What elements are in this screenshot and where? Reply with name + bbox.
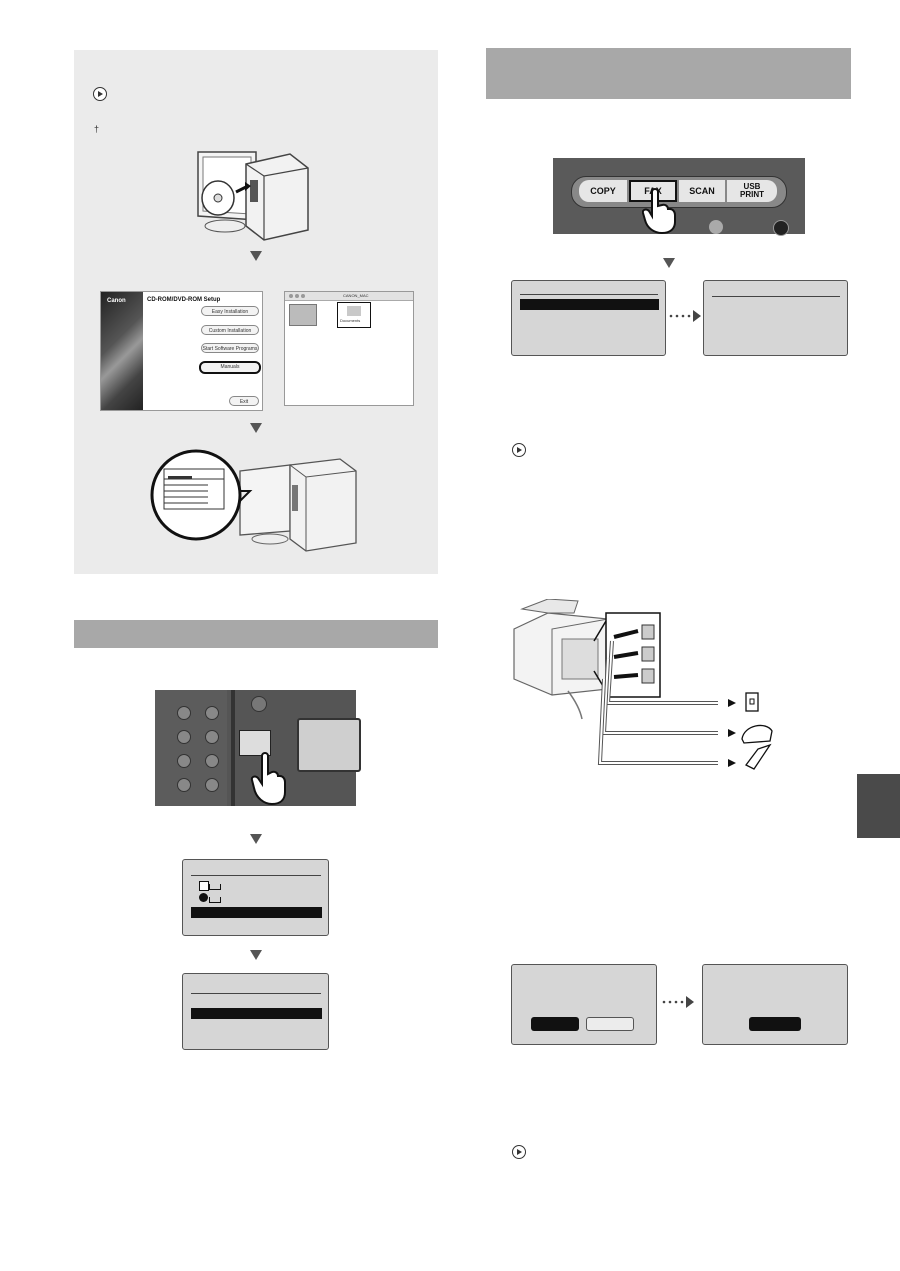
scan-button[interactable]: SCAN: [679, 180, 725, 202]
insert-cd-illustration: [197, 151, 309, 241]
lcd-screen-mode: [182, 859, 329, 936]
mac-window-title: CANON_MAC: [343, 293, 369, 298]
documents-folder-label: Documents: [340, 318, 361, 323]
cd-setup-title: CD-ROM/DVD-ROM Setup: [147, 297, 221, 303]
dagger-icon: †: [94, 124, 100, 134]
function-button[interactable]: [205, 730, 219, 744]
mac-finder-window: CANON_MAC Documents: [284, 291, 414, 406]
dialog-button-selected[interactable]: [531, 1017, 579, 1031]
manuals-button[interactable]: Manuals: [199, 361, 261, 374]
radio-icon: [209, 897, 221, 903]
manual-screen-illustration: [150, 449, 357, 552]
pointing-hand-icon: [642, 188, 676, 234]
mode-icon: [199, 893, 208, 902]
reference-arrow-icon: [93, 87, 107, 101]
chapter-tab: [857, 774, 900, 838]
selected-row[interactable]: [191, 907, 322, 918]
exit-button[interactable]: Exit: [229, 396, 259, 406]
usb-print-label: USB PRINT: [740, 182, 764, 199]
dialog-button[interactable]: [586, 1017, 634, 1031]
start-button[interactable]: [773, 220, 789, 236]
one-touch-button[interactable]: [177, 778, 191, 792]
step-arrow-icon: [250, 950, 262, 960]
step-arrow-icon: [250, 423, 262, 433]
reference-arrow-icon: [512, 1145, 526, 1159]
dotted-arrow-icon: [669, 310, 701, 322]
cd-setup-window: Canon CD-ROM/DVD-ROM Setup Easy Installa…: [100, 291, 263, 411]
reference-arrow-icon: [512, 443, 526, 457]
step-arrow-icon: [250, 251, 262, 261]
lcd-screen-list: [182, 973, 329, 1050]
copy-label: COPY: [590, 186, 616, 196]
panel-display: [297, 718, 361, 772]
fax-control-panel-photo: COPY FAX SCAN USB PRINT: [553, 158, 805, 236]
selected-row[interactable]: [520, 299, 659, 310]
step-arrow-icon: [250, 834, 262, 844]
dialog-button-selected[interactable]: [749, 1017, 801, 1031]
copier-status-icon: [239, 730, 271, 756]
panel-divider: [231, 690, 235, 806]
mode-icon: [199, 881, 209, 891]
dotted-arrow-icon: [662, 996, 694, 1008]
stop-button[interactable]: [709, 220, 723, 234]
one-touch-button[interactable]: [177, 730, 191, 744]
copy-button[interactable]: COPY: [579, 180, 627, 202]
lcd-done-dialog: [702, 964, 848, 1045]
start-software-button[interactable]: Start Software Programs: [201, 343, 259, 353]
panel-button[interactable]: [251, 696, 267, 712]
mac-title-bar: [285, 292, 413, 301]
selected-row[interactable]: [191, 1008, 322, 1019]
one-touch-button[interactable]: [177, 754, 191, 768]
function-button[interactable]: [205, 778, 219, 792]
usb-print-button[interactable]: USB PRINT: [727, 180, 777, 202]
lcd-fax-result: [703, 280, 848, 356]
zoom-icon[interactable]: [301, 294, 305, 298]
close-icon[interactable]: [289, 294, 293, 298]
folder-icon: [347, 306, 361, 316]
custom-installation-button[interactable]: Custom Installation: [201, 325, 259, 335]
function-button[interactable]: [205, 754, 219, 768]
scan-label: SCAN: [689, 186, 715, 196]
lcd-confirm-dialog: [511, 964, 657, 1045]
phone-line-connection-diagram: [513, 599, 773, 770]
installer-icon[interactable]: [289, 304, 317, 326]
function-button[interactable]: [205, 706, 219, 720]
one-touch-button[interactable]: [177, 706, 191, 720]
pointing-hand-icon: [250, 752, 286, 806]
minimize-icon[interactable]: [295, 294, 299, 298]
lcd-fax-menu: [511, 280, 666, 356]
step-arrow-icon: [663, 258, 675, 268]
easy-installation-button[interactable]: Easy Installation: [201, 306, 259, 316]
canon-logo: Canon: [107, 298, 126, 304]
section-header-right: [486, 48, 851, 99]
section-header-left: [74, 620, 438, 648]
radio-icon: [209, 884, 221, 890]
documents-folder-highlight[interactable]: Documents: [337, 302, 371, 328]
cd-setup-banner: [101, 292, 143, 410]
